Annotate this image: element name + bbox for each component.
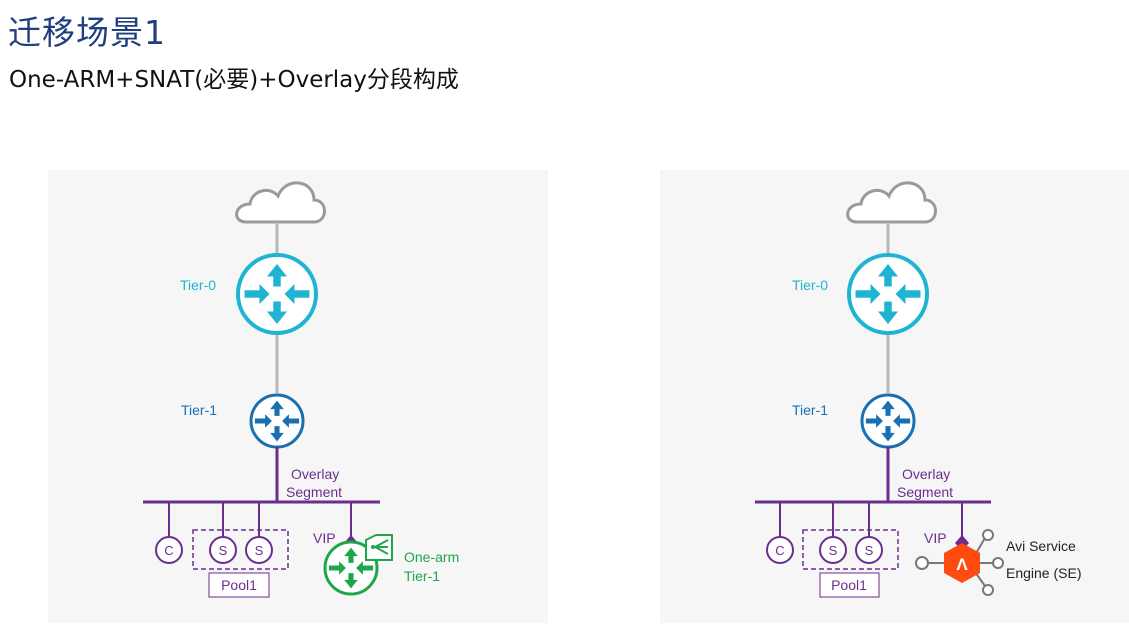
tier0-label: Tier-0 xyxy=(792,277,828,293)
page-title: 迁移场景1 xyxy=(8,13,166,52)
tier0-label: Tier-0 xyxy=(180,277,216,293)
page-subtitle: One-ARM+SNAT(必要)+Overlay分段构成 xyxy=(9,67,459,93)
server-label-1: S xyxy=(219,543,228,558)
server-node-1 xyxy=(819,536,847,564)
client-label: C xyxy=(775,543,784,558)
server-label-1: S xyxy=(829,543,838,558)
vip-label: VIP xyxy=(924,530,947,546)
avi-se-symbol: Λ xyxy=(956,555,968,574)
segment-label-overlay: Overlay xyxy=(902,466,950,482)
lb-label-tier1: Tier-1 xyxy=(404,568,440,584)
internet-cloud-icon xyxy=(235,181,326,224)
vip-label: VIP xyxy=(313,530,336,546)
avi-service-engine-icon: Λ xyxy=(915,529,1004,596)
se-label-avi-service: Avi Service xyxy=(1006,538,1076,554)
tier1-router-icon xyxy=(249,393,305,449)
server-node-2 xyxy=(855,536,883,564)
server-node-2 xyxy=(245,536,273,564)
client-label: C xyxy=(164,543,173,558)
segment-label-segment: Segment xyxy=(897,484,953,500)
se-label-engine: Engine (SE) xyxy=(1006,565,1081,581)
one-arm-tier1-lb-icon xyxy=(323,534,393,596)
tier1-label: Tier-1 xyxy=(181,402,217,418)
right-topology: Tier-0 Tier-1 Overlay Segment C S xyxy=(755,181,1081,598)
internet-cloud-icon xyxy=(846,181,937,224)
tier1-router-icon xyxy=(860,393,916,449)
tier0-router-icon xyxy=(236,253,318,335)
server-node-1 xyxy=(209,536,237,564)
left-diagram-panel xyxy=(48,170,548,623)
tier1-label: Tier-1 xyxy=(792,402,828,418)
pool-label: Pool1 xyxy=(831,577,867,593)
pool-box xyxy=(802,529,899,570)
server-label-2: S xyxy=(255,543,264,558)
pool-box xyxy=(192,529,289,570)
client-node xyxy=(155,536,183,564)
tier0-router-icon xyxy=(847,253,929,335)
client-node xyxy=(766,536,794,564)
left-topology: Tier-0 Tier-1 Overlay Segment C S xyxy=(143,181,459,598)
segment-label-overlay: Overlay xyxy=(291,466,339,482)
segment-label-segment: Segment xyxy=(286,484,342,500)
server-label-2: S xyxy=(865,543,874,558)
lb-label-one-arm: One-arm xyxy=(404,549,459,565)
pool-label: Pool1 xyxy=(221,577,257,593)
